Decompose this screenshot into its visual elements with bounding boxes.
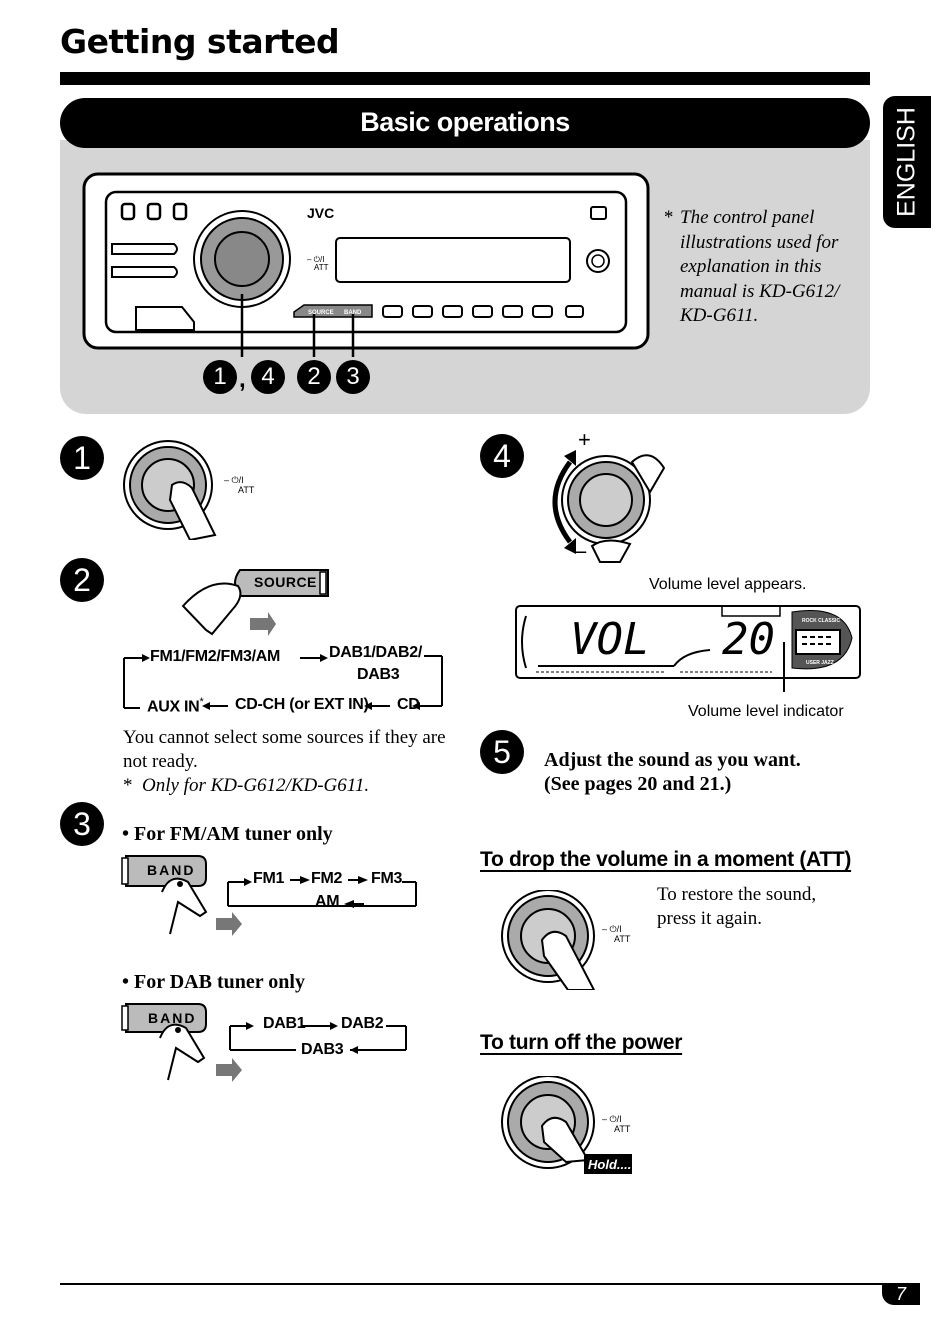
brand-logo: JVC	[307, 205, 334, 221]
svg-text:ATT: ATT	[314, 263, 329, 272]
att-knob-illustration: – ⏻/I ATT	[501, 890, 631, 990]
dab-seq-dab2: DAB2	[341, 1015, 384, 1032]
step-1-att-label: ATT	[238, 485, 255, 495]
dab-seq-dab3: DAB3	[301, 1041, 344, 1058]
step-2-number: 2	[60, 558, 104, 602]
lcd-display-illustration: VOL 20 ROCK CLASSIC USER JAZZ	[515, 605, 861, 692]
volume-indicator-label: Volume level indicator	[688, 703, 844, 720]
section-banner: Basic operations	[60, 98, 870, 148]
step-5-text-2: (See pages 20 and 21.)	[544, 773, 732, 795]
step-4-number: 4	[480, 434, 524, 478]
svg-text:– ⏻/I: – ⏻/I	[307, 255, 324, 264]
svg-text:– ⏻/I: – ⏻/I	[602, 1114, 622, 1124]
step-1-knob-illustration: – ⏻/I ATT	[123, 440, 255, 540]
callout-2: 2	[297, 360, 331, 394]
footer-rule	[60, 1283, 882, 1285]
dab-band-illustration	[121, 1003, 407, 1082]
step-2-source-press-illustration	[181, 569, 329, 636]
svg-text:ATT: ATT	[614, 934, 631, 944]
language-tab-label: ENGLISH	[892, 107, 921, 217]
step-5-number: 5	[480, 730, 524, 774]
dab-band-button-label: BAND	[148, 1010, 197, 1026]
svg-text:ATT: ATT	[614, 1124, 631, 1134]
lcd-badge-user-jazz: USER JAZZ	[806, 660, 834, 666]
step-2-caption: You cannot select some sources if they a…	[123, 727, 446, 772]
callout-comma: ,	[239, 366, 246, 393]
att-text: To restore the sound, press it again.	[657, 884, 817, 929]
svg-text:– ⏻/I: – ⏻/I	[224, 475, 244, 485]
seq-dab1-dab2: DAB1/DAB2/	[329, 644, 423, 661]
page-number: 7	[882, 1283, 920, 1305]
note-text: The control panel illustrations used for…	[680, 207, 840, 326]
lcd-vol-text: VOL	[570, 614, 649, 665]
control-panel-illustration: JVC – ⏻/I ATT SOURCE BAND	[82, 172, 650, 357]
step-3-number: 3	[60, 802, 104, 846]
callout-4: 4	[251, 360, 285, 394]
volume-plus: +	[578, 427, 591, 452]
callout-3: 3	[336, 360, 370, 394]
band-button[interactable]: BAND	[344, 310, 362, 316]
fm-seq-fm2: FM2	[311, 870, 343, 887]
header-rule	[60, 72, 870, 85]
step-2-sequence-arrows	[123, 654, 443, 710]
volume-knob-illustration	[552, 450, 666, 563]
callout-1: 1	[203, 360, 237, 394]
step-2-footnote: * Only for KD-G612/KD-G611.	[123, 775, 370, 796]
lcd-vol-value: 20	[722, 614, 775, 665]
step-5-text-1: Adjust the sound as you want.	[544, 749, 801, 771]
power-knob-illustration: Hold.... – ⏻/I ATT	[501, 1076, 632, 1174]
lcd-badge-rock: ROCK CLASSIC	[802, 618, 840, 624]
volume-appears-label: Volume level appears.	[649, 576, 807, 593]
seq-dab3: DAB3	[357, 666, 400, 683]
volume-minus: –	[574, 538, 587, 563]
note-star: *	[663, 207, 673, 228]
fm-seq-am: AM	[315, 893, 340, 910]
language-tab: ENGLISH	[883, 96, 931, 228]
seq-cd: CD	[397, 696, 420, 713]
seq-aux-in: AUX IN*	[147, 696, 204, 716]
fm-seq-fm1: FM1	[253, 870, 285, 887]
dab-heading: • For DAB tuner only	[122, 971, 305, 993]
svg-text:– ⏻/I: – ⏻/I	[602, 924, 622, 934]
dab-seq-dab1: DAB1	[263, 1015, 306, 1032]
fm-band-illustration	[121, 855, 417, 936]
fm-band-button-label: BAND	[147, 862, 196, 878]
seq-fm-am: FM1/FM2/FM3/AM	[150, 648, 281, 665]
step-2-source-label: SOURCE	[254, 574, 317, 590]
seq-cd-ch: CD-CH (or EXT IN)	[235, 696, 369, 713]
fm-am-heading: • For FM/AM tuner only	[122, 823, 333, 845]
step-1-number: 1	[60, 436, 104, 480]
power-heading: To turn off the power	[480, 1031, 683, 1054]
source-button[interactable]: SOURCE	[308, 310, 334, 316]
fm-seq-arrows	[290, 876, 368, 908]
hold-badge: Hold....	[588, 1157, 631, 1172]
att-heading: To drop the volume in a moment (ATT)	[480, 848, 852, 871]
page-title: Getting started	[60, 22, 340, 61]
fm-seq-fm3: FM3	[371, 870, 403, 887]
